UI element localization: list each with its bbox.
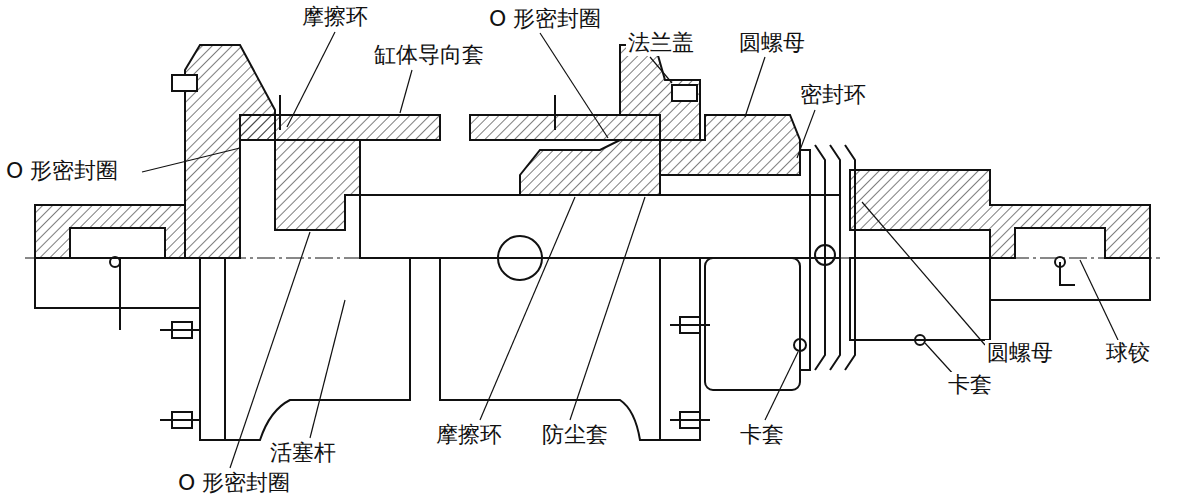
leader-lines (142, 148, 240, 172)
section-parts (470, 115, 660, 140)
exterior-view (440, 258, 700, 440)
leader-lines (745, 57, 765, 117)
rod (360, 195, 840, 258)
leader-lines (142, 32, 1118, 468)
exterior-view (815, 245, 835, 265)
bolts (160, 419, 200, 421)
leader-lines (650, 57, 672, 83)
part-label: 圆螺母 (985, 340, 1055, 366)
part-label: 活塞杆 (268, 440, 338, 466)
leader-lines (230, 232, 310, 468)
bellows (800, 150, 810, 370)
leader-lines (400, 70, 412, 113)
part-label: 摩擦环 (434, 422, 504, 448)
leader-lines (1080, 260, 1118, 340)
part-label: 卡套 (738, 422, 786, 448)
leader-lines (540, 33, 608, 138)
part-label: 法兰盖 (626, 30, 696, 56)
leader-lines (862, 202, 985, 345)
exterior-view (35, 236, 1150, 440)
leader-lines (765, 352, 798, 420)
exterior-view (119, 258, 121, 330)
center-line (25, 258, 1160, 259)
bolts (670, 419, 710, 421)
section-parts (660, 115, 800, 175)
part-label: 密封环 (798, 82, 868, 108)
section-parts (620, 45, 700, 140)
part-label: O 形密封圈 (4, 158, 120, 184)
leader-lines (310, 300, 345, 438)
bolts (672, 85, 697, 101)
section-parts (185, 45, 275, 258)
part-label: O 形密封圈 (487, 6, 603, 32)
leader-lines (287, 32, 335, 127)
part-label: 摩擦环 (300, 4, 370, 30)
part-label: 球铰 (1104, 340, 1152, 366)
rod (360, 195, 840, 258)
bolts (172, 75, 197, 91)
part-label: 缸体导向套 (372, 42, 486, 68)
exterior-view (200, 258, 225, 440)
section-parts (850, 170, 1150, 258)
bolts (554, 95, 556, 130)
exterior-view (990, 258, 1150, 300)
bolts (279, 95, 281, 130)
bolts (670, 324, 710, 326)
center-line (25, 258, 1160, 259)
section-parts (240, 115, 440, 140)
section-parts (520, 140, 660, 195)
leader-lines (480, 197, 575, 420)
part-label: 卡套 (946, 372, 994, 398)
part-label: 圆螺母 (737, 30, 807, 56)
exterior-view (35, 258, 200, 308)
leader-lines (570, 197, 645, 420)
exterior-view (794, 339, 806, 351)
bolts (160, 75, 710, 428)
exterior-view (225, 258, 410, 440)
exterior-view (660, 258, 700, 440)
section-parts (35, 45, 1150, 258)
section-parts (275, 140, 360, 230)
exterior-view (915, 335, 925, 345)
part-label: O 形密封圈 (176, 470, 292, 496)
exterior-view (705, 258, 800, 390)
bolts (160, 329, 200, 331)
section-parts (35, 205, 185, 258)
part-label: 防尘套 (540, 422, 610, 448)
leader-lines (797, 110, 815, 158)
